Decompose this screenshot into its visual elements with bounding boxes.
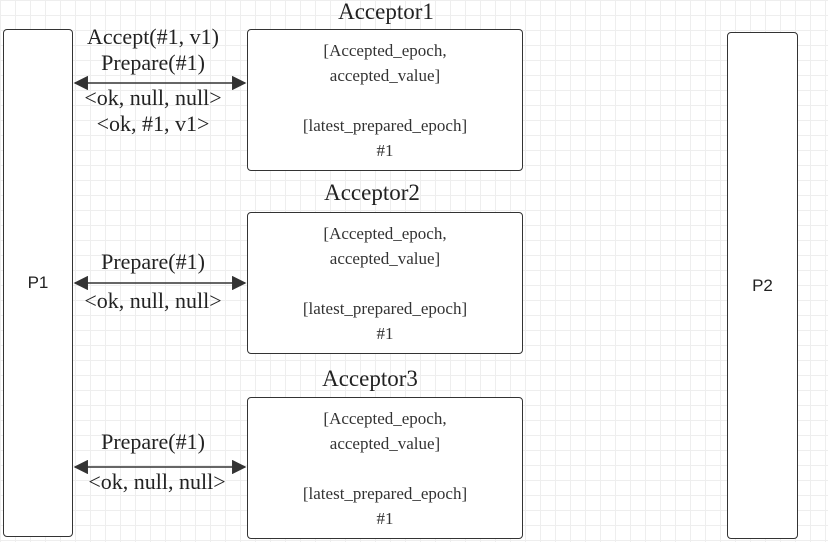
acceptor3-field-2: accepted_value] (329, 434, 441, 453)
acceptor3-box: [Accepted_epoch, accepted_value] [latest… (247, 397, 523, 539)
acceptor2-field-3: [latest_prepared_epoch] (302, 299, 468, 318)
acceptor1-field-3: [latest_prepared_epoch] (302, 116, 468, 135)
msg-prepare-acceptor2: Prepare(#1) (101, 249, 205, 274)
msg-accept-acceptor1: Accept(#1, v1) (87, 24, 219, 49)
process-p1: P1 (3, 29, 73, 537)
msg-prepare-acceptor1: Prepare(#1) (101, 50, 205, 75)
acceptor3-title: Acceptor3 (322, 366, 418, 391)
msg-ok-null-acceptor2: <ok, null, null> (84, 288, 222, 313)
acceptor1-box: [Accepted_epoch, accepted_value] [latest… (247, 29, 523, 171)
process-p1-label: P1 (27, 273, 49, 292)
acceptor3-field-3: [latest_prepared_epoch] (302, 484, 468, 503)
acceptor1-title: Acceptor1 (338, 0, 434, 24)
process-p2-label: P2 (752, 275, 773, 295)
acceptor3-field-1: [Accepted_epoch, (323, 409, 447, 428)
msg-ok-v1-acceptor1: <ok, #1, v1> (96, 111, 210, 136)
acceptor2-box: [Accepted_epoch, accepted_value] [latest… (247, 212, 523, 354)
acceptor2-field-2: accepted_value] (329, 249, 441, 268)
acceptor1-field-2: accepted_value] (329, 66, 441, 85)
process-p2: P2 (727, 32, 798, 539)
acceptor2-field-1: [Accepted_epoch, (323, 224, 447, 243)
msg-ok-null-acceptor3: <ok, null, null> (88, 469, 226, 494)
acceptor2-title: Acceptor2 (324, 180, 420, 205)
acceptor1-field-4: #1 (376, 141, 394, 160)
acceptor1-field-1: [Accepted_epoch, (323, 41, 447, 60)
msg-prepare-acceptor3: Prepare(#1) (101, 429, 205, 454)
acceptor2-field-4: #1 (376, 324, 394, 343)
acceptor3-field-4: #1 (376, 509, 394, 528)
msg-ok-null-acceptor1: <ok, null, null> (84, 85, 222, 110)
